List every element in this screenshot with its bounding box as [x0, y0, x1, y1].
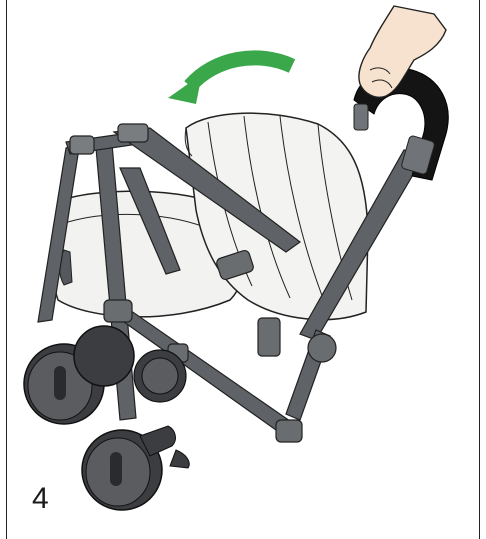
step-number: 4	[32, 482, 49, 515]
wheel-front	[81, 425, 190, 511]
frame-joints	[69, 123, 337, 443]
wheel-middle	[133, 349, 187, 403]
instruction-frame	[6, 0, 480, 539]
stroller-seat	[50, 190, 245, 318]
wheel-rear	[23, 325, 135, 425]
hand-icon	[358, 5, 447, 98]
curved-arrow-icon	[168, 50, 296, 104]
